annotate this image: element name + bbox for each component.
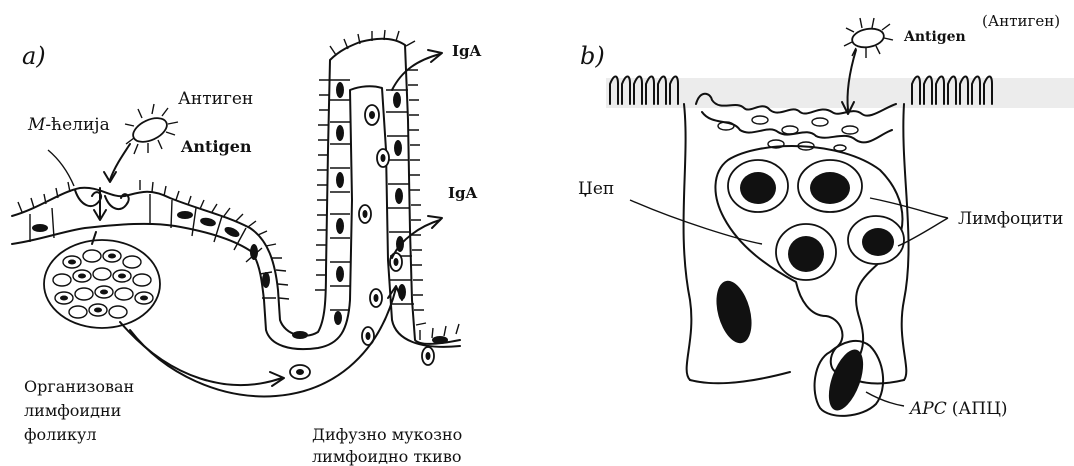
- antigen-label-sr: Антиген: [178, 89, 253, 109]
- diffuse-label-2: лимфоидно ткиво: [312, 447, 461, 466]
- antigen-b-label: Antigen: [903, 29, 966, 45]
- follicle-label-2: лимфоидни: [24, 401, 121, 420]
- antigen-icon: [104, 104, 178, 182]
- m-cell-pockets: [75, 190, 129, 209]
- panel-b-letter: b): [580, 42, 605, 70]
- m-cell-label-italic: M: [27, 115, 46, 135]
- iga-label-top: IgA: [452, 42, 482, 60]
- antigen-top-label: (Антиген): [982, 12, 1060, 30]
- apc-label: APC(АПЦ): [908, 399, 1008, 419]
- panel-b: b) (Антиген): [578, 12, 1074, 419]
- apc-leader: [866, 392, 904, 406]
- panel-a: a): [12, 30, 482, 466]
- panel-a-letter: a): [22, 42, 46, 70]
- m-cell-label-rest: -ћелија: [45, 115, 109, 135]
- antigen-label-en: Antigen: [180, 137, 252, 156]
- follicle-label-3: фоликул: [24, 425, 97, 444]
- pocket-label: Џеп: [578, 179, 614, 199]
- lymphoid-follicle: [44, 240, 160, 328]
- lymphocytes: [728, 160, 904, 280]
- lymphocytes-label: Лимфоцити: [958, 209, 1063, 229]
- apc-label-italic: APC: [908, 399, 947, 419]
- apc-label-cyrillic: (АПЦ): [952, 399, 1008, 419]
- iga-label-mid: IgA: [448, 184, 478, 202]
- apc: [815, 341, 884, 416]
- m-cell-leader: [48, 150, 74, 186]
- follicle-label-1: Организован: [24, 377, 134, 396]
- lumen-band: [606, 78, 1074, 108]
- epithelial-nucleus: [710, 277, 757, 347]
- migrating-lymphocytes: [290, 105, 434, 379]
- m-cell-label: M-ћелија: [27, 115, 110, 135]
- diffuse-label-1: Дифузно мукозно: [312, 425, 462, 444]
